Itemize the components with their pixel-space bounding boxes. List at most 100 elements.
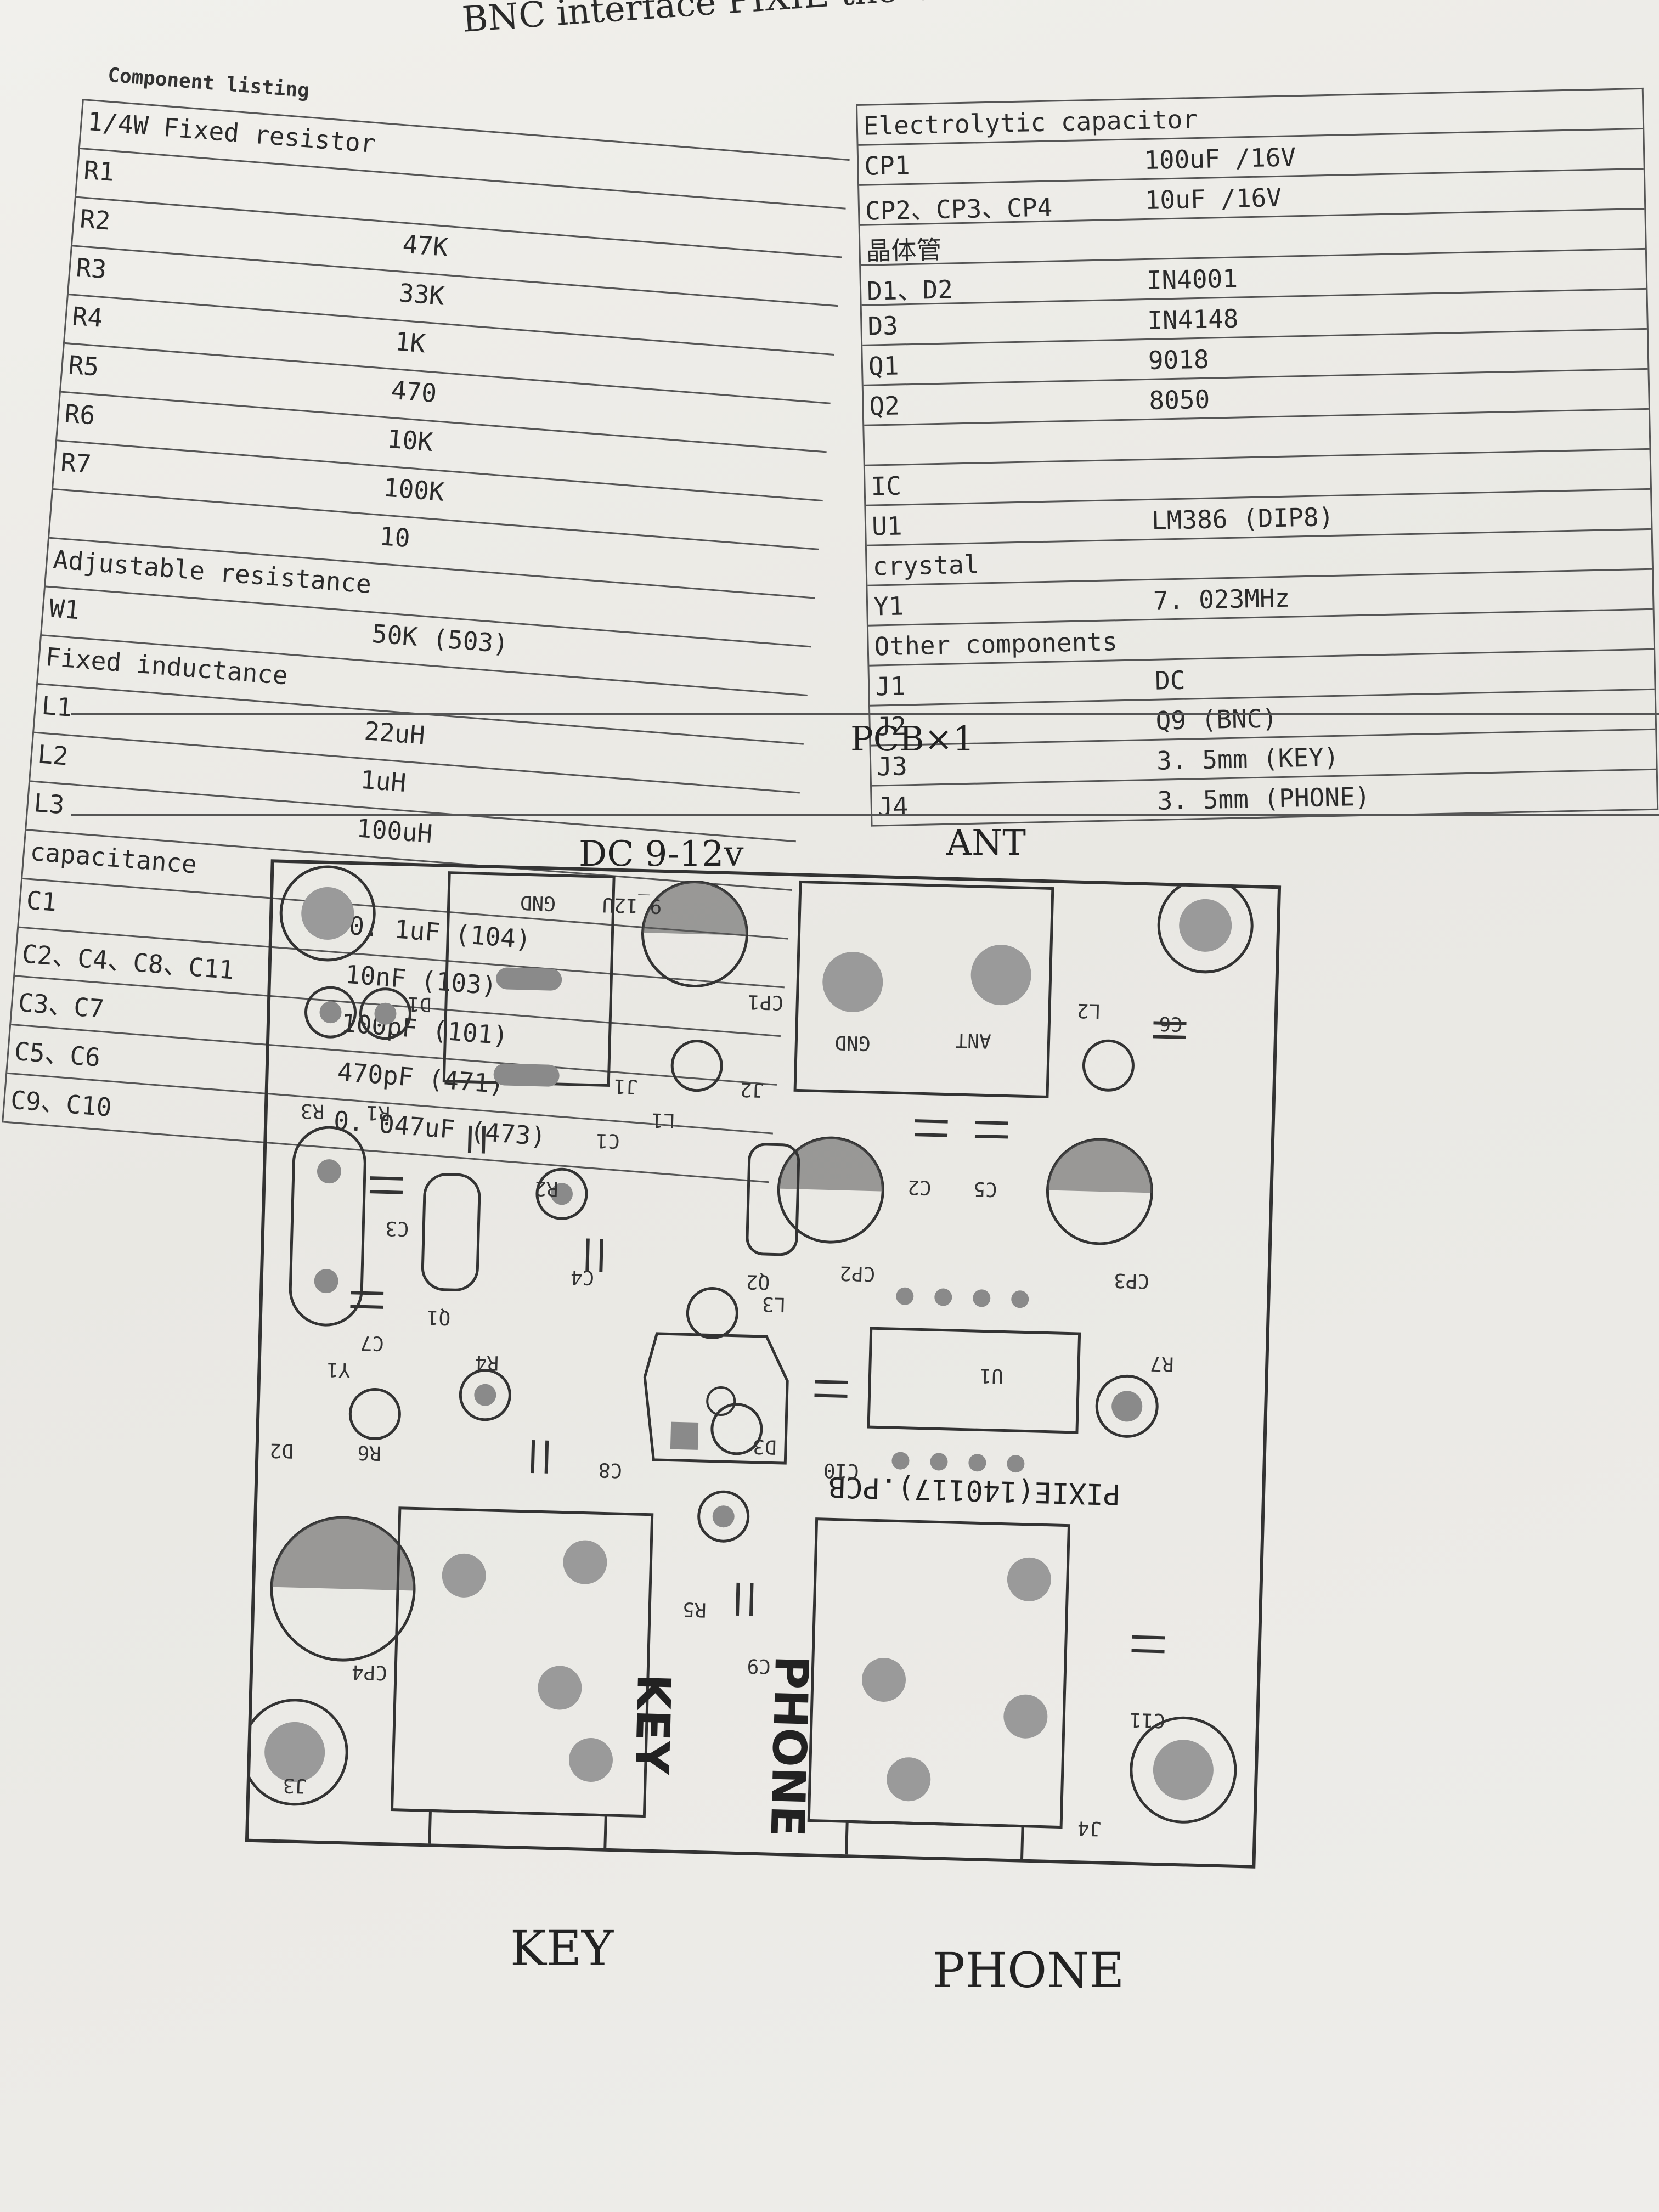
- bnc-pad: [822, 952, 883, 1013]
- component-name: R6: [63, 398, 97, 431]
- component-value: 8050: [1148, 384, 1210, 415]
- component-name: Q1: [868, 351, 899, 381]
- mounting-hole: [279, 865, 376, 962]
- ant-label: ANT: [946, 823, 1026, 864]
- component-value: 9018: [1148, 344, 1210, 375]
- key-label: KEY: [510, 1920, 614, 1977]
- component-value: 10uF /16V: [1144, 182, 1282, 216]
- silkscreen-label: L3: [761, 1292, 786, 1316]
- cp3-outline: [1046, 1138, 1153, 1245]
- silkscreen-label: C11: [1129, 1708, 1166, 1732]
- mounting-hole: [1130, 1716, 1237, 1824]
- silkscreen-label: C1: [596, 1128, 620, 1153]
- silkscreen-label: C2: [907, 1175, 932, 1199]
- component-name: L1: [40, 690, 74, 723]
- component-name: R7: [59, 447, 93, 479]
- key-side-label: KEY: [624, 1673, 681, 1775]
- silkscreen-label: GND: [834, 1031, 871, 1054]
- component-value: 100K: [382, 472, 445, 507]
- phone-side-label: PHONE: [760, 1655, 819, 1838]
- dc-label: DC 9-12v: [579, 834, 744, 874]
- component-pads: [319, 1001, 1143, 1528]
- cp3-stripe: [1047, 1139, 1152, 1193]
- component-value: IN4148: [1147, 303, 1239, 335]
- component-name: IC: [871, 471, 902, 501]
- silkscreen-label: C9: [747, 1654, 771, 1678]
- component-name: 1/4W Fixed resistor: [86, 106, 377, 159]
- phone-jack-pad: [1007, 1557, 1051, 1601]
- silkscreen-label: Q2: [746, 1270, 770, 1294]
- component-name: crystal: [872, 549, 980, 582]
- phone-label: PHONE: [933, 1942, 1125, 1999]
- key-jack-barrel: [426, 1809, 607, 1865]
- component-name: CP2、CP3、CP4: [865, 192, 1053, 226]
- silkscreen-label: J4: [1077, 1816, 1102, 1840]
- component-name: CP1: [864, 150, 911, 181]
- component-name: C1: [25, 885, 58, 917]
- mounting-hole: [249, 1699, 348, 1806]
- silkscreen-label: C3: [385, 1216, 410, 1240]
- silkscreen-label: R4: [475, 1351, 499, 1374]
- component-value: LM386 (DIP8): [1151, 501, 1334, 535]
- component-name: 晶体管: [866, 234, 943, 266]
- mounting-hole-pad: [301, 887, 354, 940]
- silkscreen-label: CP1: [747, 990, 784, 1014]
- dc-jack-pad: [493, 1063, 560, 1087]
- silkscreen-label: CP4: [351, 1660, 388, 1684]
- table-footer-band: [71, 713, 1659, 816]
- phone-jack-pad: [1003, 1694, 1048, 1739]
- silkscreen-label: R2: [534, 1176, 559, 1200]
- component-value: 50K (503): [371, 618, 510, 659]
- mounting-hole-pad: [1179, 899, 1232, 952]
- silkscreen-label: J2: [740, 1077, 764, 1101]
- small-components: [304, 986, 1159, 1543]
- l1-outline: [643, 1332, 789, 1465]
- silkscreen-label: R6: [357, 1441, 382, 1464]
- mounting-hole-pad: [1153, 1740, 1214, 1801]
- crystal-outline: [289, 1126, 366, 1327]
- component-value: DC: [1154, 665, 1186, 696]
- component-name: R1: [82, 155, 116, 187]
- silkscreen-label: D3: [752, 1435, 777, 1458]
- key-jack-pad: [538, 1666, 582, 1710]
- silkscreen-label: CP3: [1113, 1268, 1150, 1293]
- component-name: D3: [867, 311, 899, 341]
- silkscreen-label: R5: [682, 1598, 707, 1621]
- crystal-pad: [314, 1269, 338, 1294]
- component-value: 100uH: [356, 813, 434, 849]
- component-value: 10K: [386, 424, 435, 457]
- component-name: U1: [871, 511, 903, 541]
- l1-pad: [706, 1386, 736, 1417]
- component-name: R5: [67, 349, 100, 382]
- u1-outline: [867, 1327, 1081, 1434]
- silkscreen-label: CP2: [839, 1261, 876, 1285]
- silkscreen-label: C6: [1158, 1012, 1183, 1035]
- component-name: R3: [75, 252, 108, 285]
- silkscreen-label: J1: [613, 1074, 639, 1098]
- sheet-header: BNC interface PIXIE the CW transceiver c…: [461, 0, 1506, 82]
- crystal-pad: [317, 1159, 341, 1184]
- component-name: Q2: [868, 391, 900, 421]
- component-name: Other components: [874, 627, 1118, 662]
- key-jack-pad: [563, 1540, 607, 1584]
- silkscreen-label: L2: [1076, 998, 1101, 1022]
- cp1-stripe: [642, 882, 747, 935]
- bnc-outline: [793, 880, 1054, 1098]
- component-listing-title: Component listing: [106, 64, 311, 103]
- silkscreen-label: C10: [823, 1458, 860, 1482]
- component-name: Electrolytic capacitor: [863, 104, 1198, 141]
- silkscreen-label: C5: [973, 1177, 998, 1201]
- component-name: D1、D2: [866, 274, 953, 306]
- phone-jack-pad: [887, 1757, 931, 1802]
- component-name: J1: [874, 671, 906, 702]
- silkscreen-label: R3: [300, 1099, 325, 1122]
- component-value: 100uF /16V: [1143, 142, 1296, 176]
- silkscreen-label: Q1: [426, 1305, 451, 1329]
- silkscreen-label: Y1: [326, 1358, 351, 1381]
- component-name: L2: [36, 739, 70, 771]
- component-name: C5、C6: [13, 1036, 101, 1073]
- component-value: IN4001: [1146, 263, 1238, 295]
- component-value: 33K: [397, 278, 446, 311]
